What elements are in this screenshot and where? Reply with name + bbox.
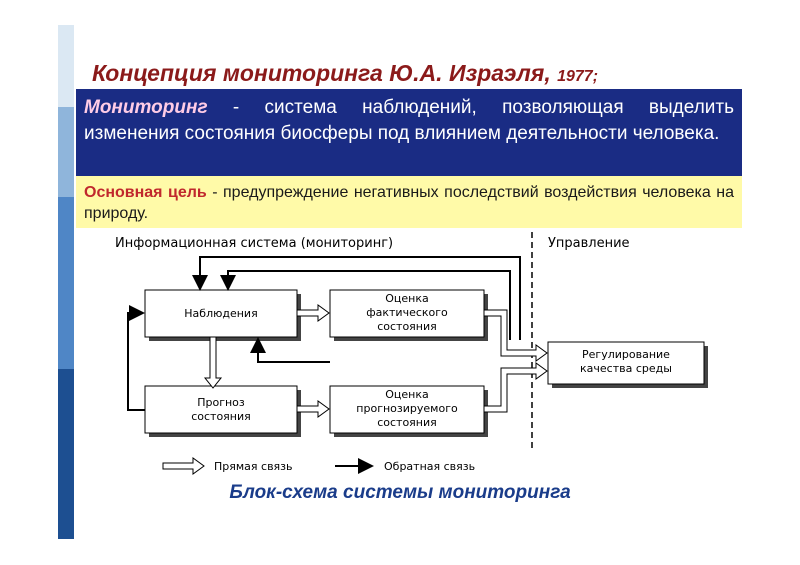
sidebar-band	[58, 369, 74, 539]
sidebar-band	[58, 107, 74, 197]
direct-links	[203, 304, 548, 418]
goal-term: Основная цель	[84, 184, 207, 201]
box-predicted-line-2: прогнозируемого	[356, 402, 458, 415]
sidebar-band	[58, 197, 74, 369]
box-regulation	[547, 341, 705, 385]
box-observation	[144, 289, 298, 338]
box-predicted-line-3: состояния	[377, 416, 437, 429]
box-actual-line-2: фактического	[366, 306, 448, 319]
box-actual-line-1: Оценка	[385, 292, 429, 305]
arrow-predicted-to-regulation	[483, 362, 548, 413]
diagram-caption: Блок-схема системы мониторинга	[229, 482, 571, 503]
definition-block: Мониторинг - система наблюдений, позволя…	[76, 89, 742, 176]
box-observation-label: Наблюдения	[184, 307, 257, 320]
feedback-to-observation	[250, 337, 330, 363]
section-info-label: Информационная система (мониторинг)	[115, 236, 393, 251]
legend-direct-label: Прямая связь	[214, 460, 293, 473]
box-regulation-line-1: Регулирование	[582, 348, 670, 361]
box-predicted-assessment	[329, 385, 485, 434]
box-forecast	[144, 385, 298, 434]
legend-feedback-label: Обратная связь	[384, 460, 475, 473]
box-forecast-line-1: Прогноз	[197, 396, 245, 409]
section-control-label: Управление	[548, 236, 630, 251]
box-actual-line-3: состояния	[377, 320, 437, 333]
sidebar-band	[58, 25, 74, 107]
box-predicted-line-1: Оценка	[385, 388, 429, 401]
arrow-observation-to-actual	[296, 304, 330, 322]
legend-direct-arrow	[162, 457, 205, 475]
definition-term: Мониторинг	[84, 97, 208, 118]
arrow-observation-to-forecast	[203, 336, 223, 389]
arrow-actual-to-regulation	[483, 309, 548, 362]
title-main: Концепция мониторинга Ю.А. Израэля,	[92, 60, 551, 86]
goal-text: - предупреждение негативных последствий …	[84, 184, 735, 222]
slide-title: Концепция мониторинга Ю.А. Израэля, 1977…	[92, 60, 598, 87]
goal-block: Основная цель - предупреждение негативны…	[76, 176, 742, 228]
feedback-outer-loop	[192, 256, 521, 340]
definition-text: - система наблюдений, позволяющая выдели…	[84, 97, 734, 144]
arrow-forecast-to-predicted	[296, 400, 330, 418]
title-year: 1977;	[557, 68, 599, 85]
box-forecast-line-2: состояния	[191, 410, 251, 423]
box-regulation-line-2: качества среды	[580, 362, 672, 375]
feedback-links	[127, 256, 521, 411]
feedback-inner-loop	[220, 270, 511, 340]
feedback-forecast-to-observation	[127, 305, 145, 411]
